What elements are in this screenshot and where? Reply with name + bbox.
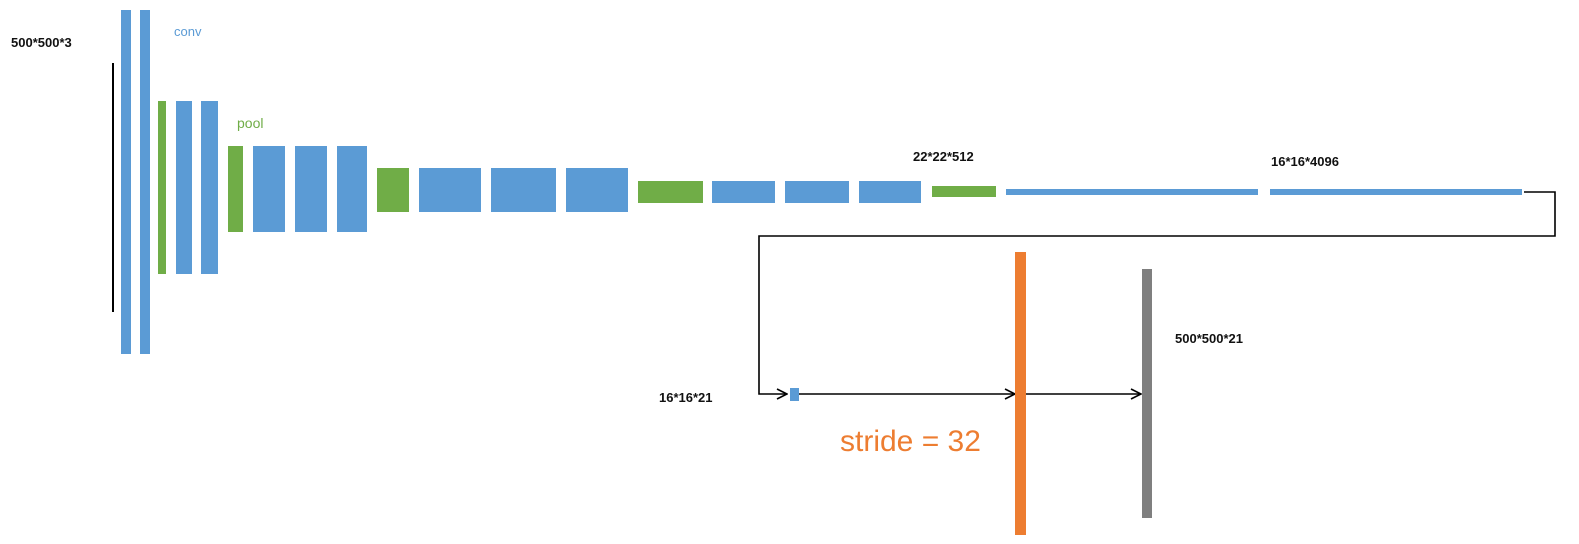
stride-label: stride = 32 xyxy=(840,425,981,458)
conv-block xyxy=(419,168,481,212)
conv-block xyxy=(176,101,192,274)
score-size-label: 16*16*21 xyxy=(659,390,713,405)
fc-conv-block xyxy=(1006,189,1258,195)
fc-conv-block xyxy=(1270,189,1522,195)
conv-block xyxy=(295,146,327,232)
fc-size-label: 16*16*4096 xyxy=(1271,154,1339,169)
conv-label: conv xyxy=(174,24,202,39)
pool-label: pool xyxy=(237,115,263,131)
score-block xyxy=(790,388,799,401)
pool5-size-label: 22*22*512 xyxy=(913,149,974,164)
conv-block xyxy=(337,146,367,232)
upsample-block xyxy=(1015,252,1026,535)
output-block xyxy=(1142,269,1152,518)
pool-block xyxy=(638,181,703,203)
conv-block xyxy=(201,101,218,274)
conv-block xyxy=(121,10,131,354)
pool-block xyxy=(377,168,409,212)
input-size-label: 500*500*3 xyxy=(11,35,72,50)
pool-block xyxy=(228,146,243,232)
pool-block xyxy=(158,101,166,274)
conv-block xyxy=(785,181,849,203)
output-size-label: 500*500*21 xyxy=(1175,331,1243,346)
conv-block xyxy=(859,181,921,203)
conv-block xyxy=(253,146,285,232)
conv-block xyxy=(140,10,150,354)
connector-line xyxy=(758,191,1556,394)
conv-block xyxy=(491,168,556,212)
pool-block xyxy=(932,186,996,197)
conv-block xyxy=(712,181,775,203)
conv-block xyxy=(566,168,628,212)
